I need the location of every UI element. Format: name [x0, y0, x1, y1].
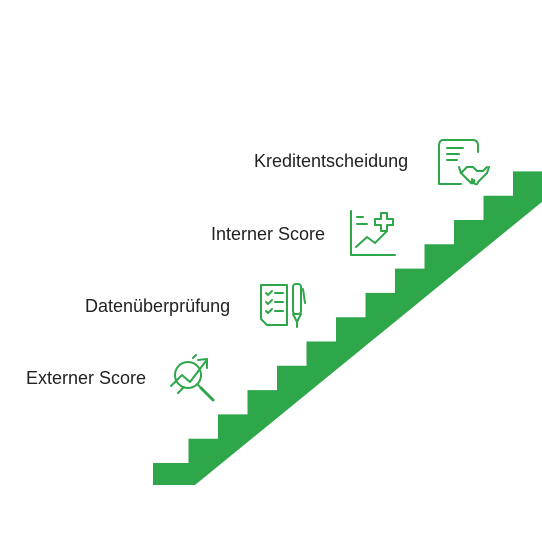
- step-label-internal-score: Interner Score: [211, 224, 326, 244]
- step-label-data-review: Datenüberprüfung: [85, 296, 231, 316]
- contract-handshake-icon: [438, 139, 490, 186]
- checklist-pen-icon: [260, 283, 306, 328]
- chart-plus-icon: [350, 210, 396, 256]
- step-label-credit-decision: Kreditentscheidung: [254, 151, 409, 171]
- step-label-external-score: Externer Score: [26, 368, 147, 388]
- staircase-shape: [153, 171, 542, 485]
- analytics-magnifier-icon: [170, 354, 215, 402]
